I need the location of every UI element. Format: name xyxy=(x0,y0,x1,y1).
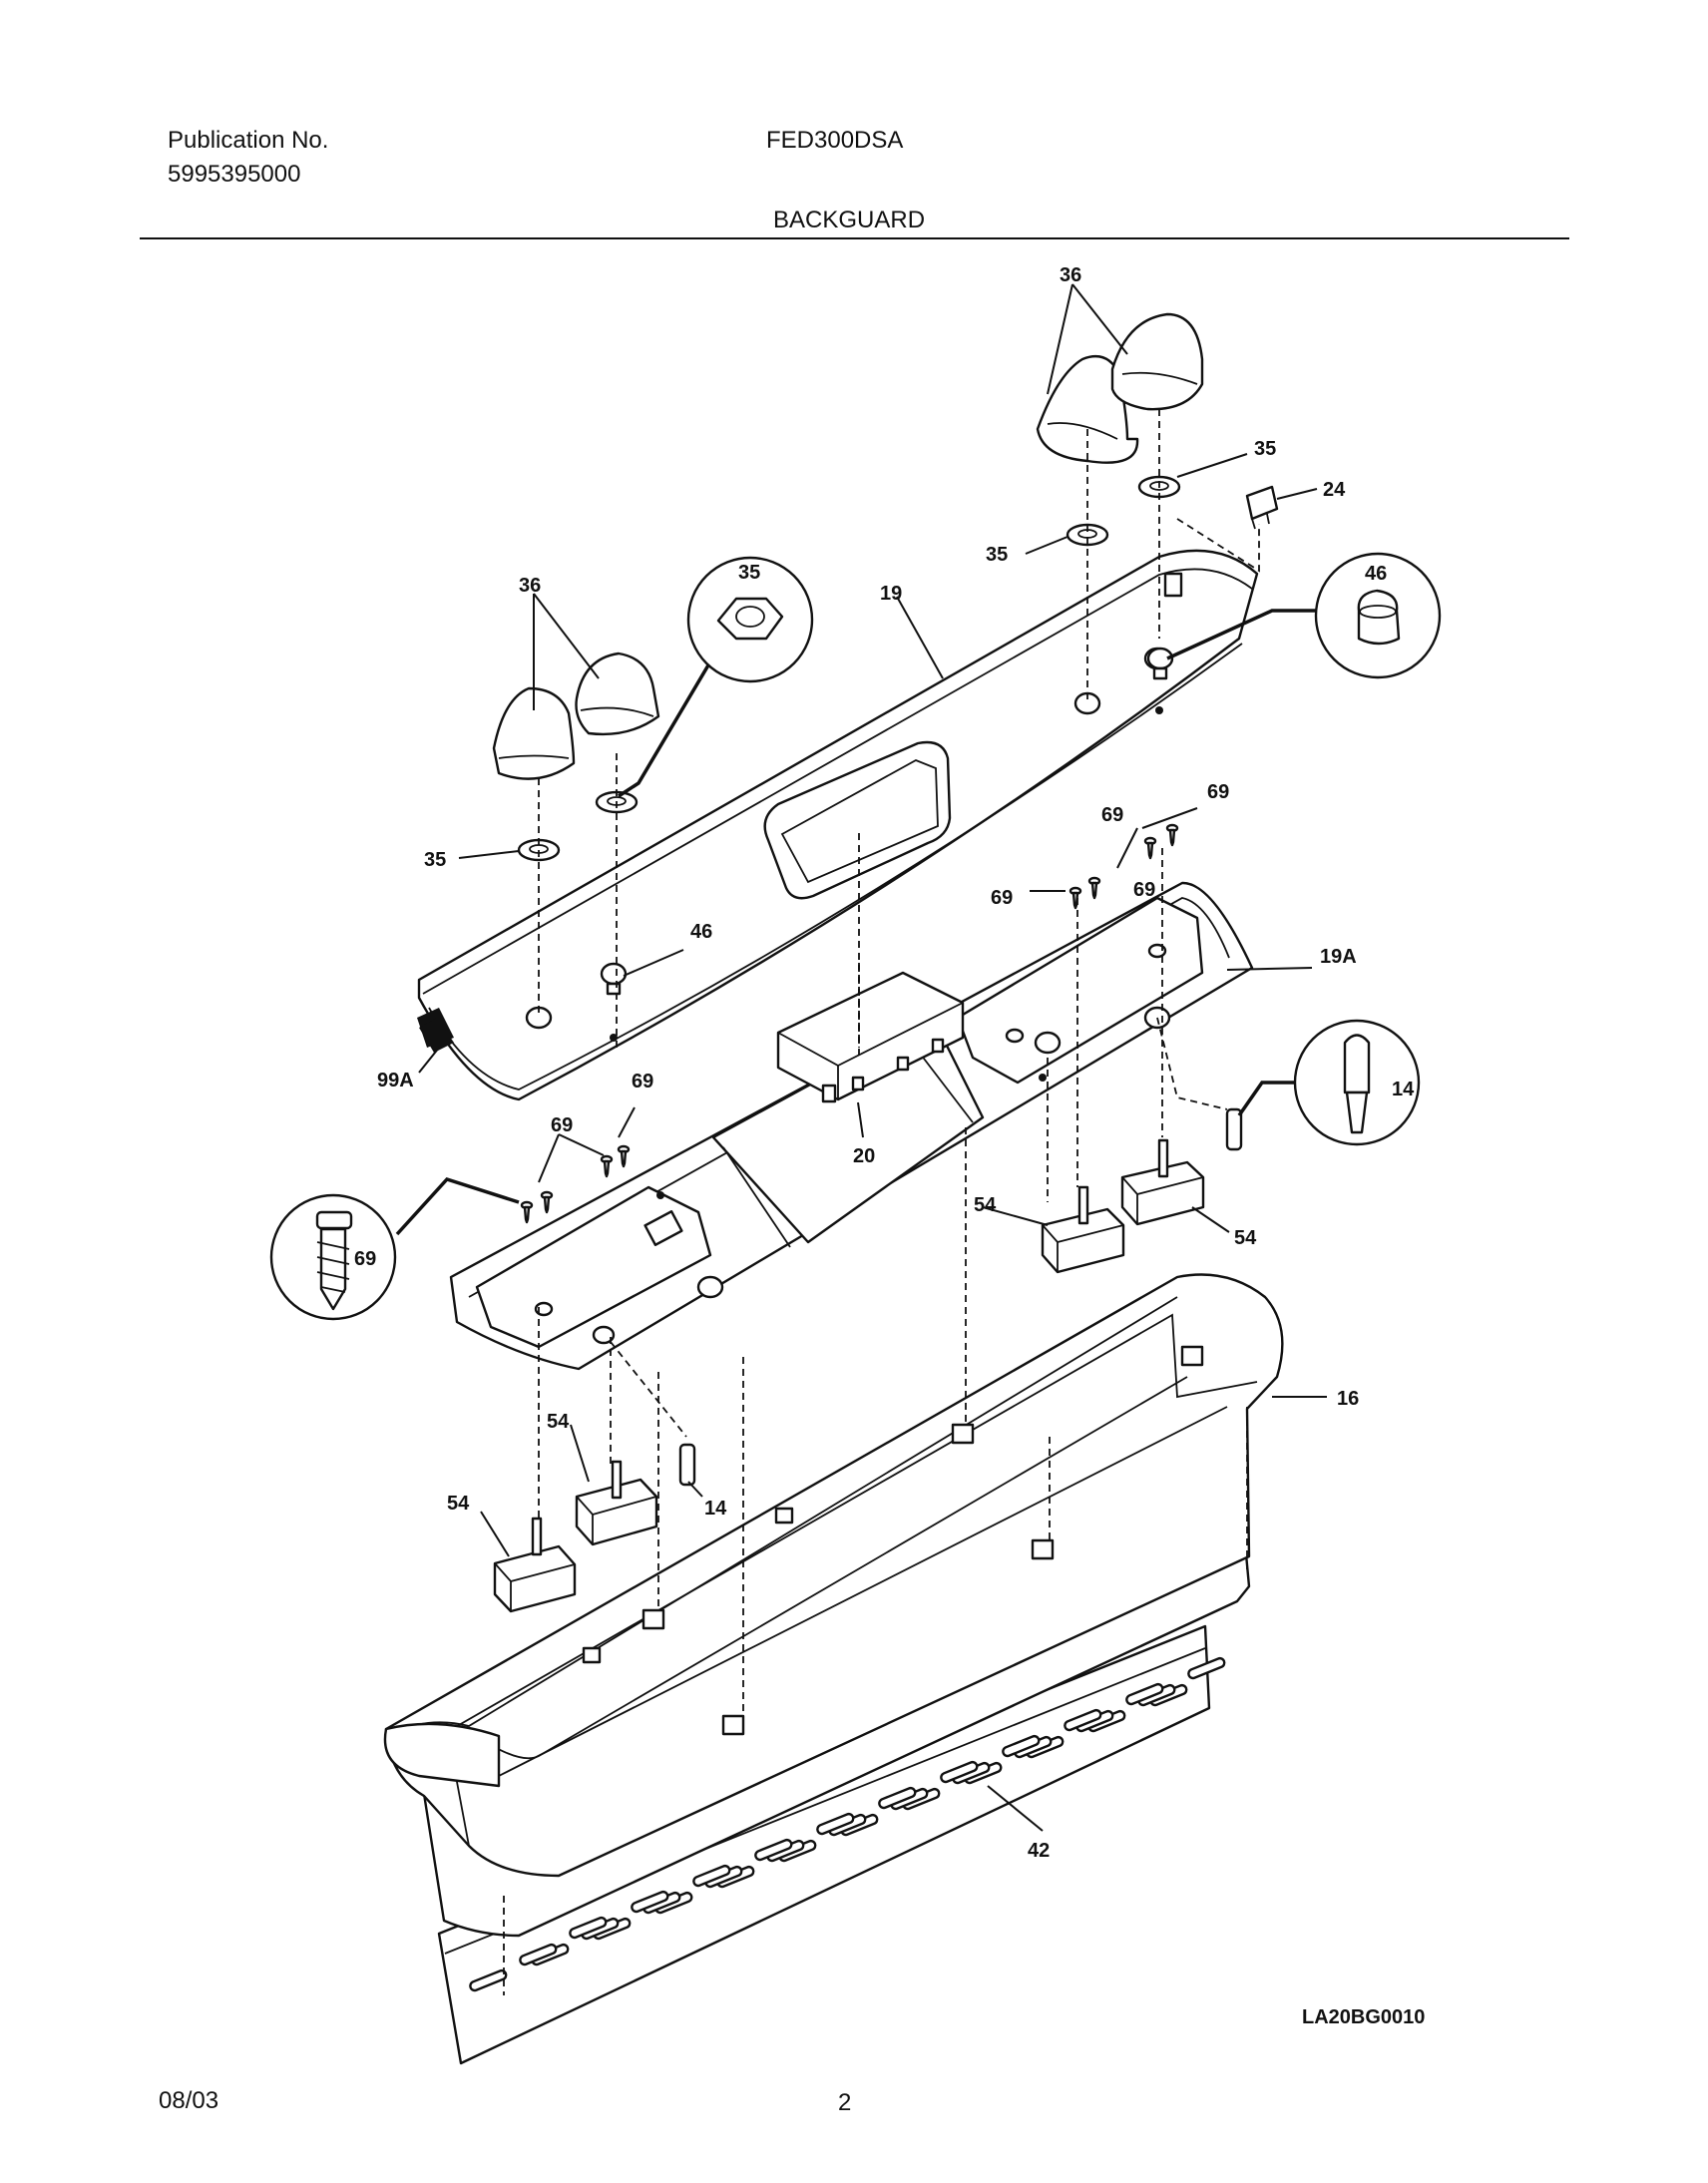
vent-slot xyxy=(1125,1682,1164,1706)
callout-label: 14 xyxy=(1392,1079,1415,1100)
lens-part-46 xyxy=(600,647,1174,996)
screw xyxy=(1143,836,1157,860)
callout-label: 36 xyxy=(519,575,541,597)
callout-label: 99A xyxy=(377,1070,414,1092)
vent-slot xyxy=(1064,1708,1102,1732)
control-panel-part-19 xyxy=(417,549,1259,1101)
trim-plate-part-19A xyxy=(449,881,1254,1371)
publication-number: 5995395000 xyxy=(168,161,301,188)
callout-label: 35 xyxy=(1254,438,1276,460)
callout-label: 16 xyxy=(1337,1388,1359,1410)
callout-label: 69 xyxy=(1101,804,1123,826)
vent-slot xyxy=(692,1864,731,1888)
callout-label: 54 xyxy=(547,1411,570,1433)
screw xyxy=(617,1144,631,1168)
section-title: BACKGUARD xyxy=(773,207,926,233)
vent-slot xyxy=(469,1968,508,1992)
callout-label: 69 xyxy=(551,1114,573,1136)
vent-slot xyxy=(940,1760,979,1784)
knob-part-36 xyxy=(1036,312,1204,464)
header-rule xyxy=(140,237,1569,239)
vent-slot xyxy=(519,1943,558,1966)
vent-slot xyxy=(816,1812,855,1836)
screw xyxy=(1087,876,1101,900)
callout-label: 35 xyxy=(986,544,1008,566)
detail-bubble-69 xyxy=(269,1193,397,1321)
assembly-lines xyxy=(503,409,1260,1995)
indicator-lamp-part-14 xyxy=(678,1107,1243,1487)
vent-slot xyxy=(878,1786,917,1810)
vent-slot xyxy=(631,1890,669,1914)
detail-bubble-35 xyxy=(686,556,814,683)
callout-label: 20 xyxy=(853,1145,875,1167)
callout-label: 46 xyxy=(1365,563,1387,585)
callout-label: 35 xyxy=(738,562,760,584)
vent-slot xyxy=(1002,1734,1041,1758)
leader-lines xyxy=(395,283,1327,1832)
vent-slot xyxy=(1187,1656,1226,1680)
callout-label: 19A xyxy=(1320,946,1357,968)
publication-label: Publication No. xyxy=(168,127,329,154)
detail-bubble-14 xyxy=(1293,1019,1421,1146)
screw xyxy=(600,1154,614,1178)
label-part-99A xyxy=(419,1018,454,1053)
callout-labels: 36 35 24 35 36 35 19 46 35 46 69 69 69 6… xyxy=(354,264,1425,2028)
callout-label: 46 xyxy=(690,921,712,943)
callout-label: 69 xyxy=(1207,781,1229,803)
backguard-frame-part-16 xyxy=(383,1273,1284,1938)
callout-label: 69 xyxy=(632,1071,653,1092)
callout-label: 19 xyxy=(880,583,902,605)
callout-label: 14 xyxy=(704,1498,727,1520)
vent-slot xyxy=(569,1916,608,1940)
knob-part-36 xyxy=(492,652,660,780)
switch-part-24 xyxy=(1245,485,1279,530)
callout-label: 35 xyxy=(424,849,446,871)
model-number: FED300DSA xyxy=(766,127,904,154)
callout-label: 24 xyxy=(1323,479,1346,501)
callout-label: 54 xyxy=(974,1194,997,1216)
screw xyxy=(1068,886,1082,910)
callout-label: 69 xyxy=(991,887,1013,909)
callout-label: 36 xyxy=(1060,264,1081,286)
callout-label: 54 xyxy=(1234,1227,1257,1249)
screw-part-69 xyxy=(520,823,1179,1224)
callout-label: 69 xyxy=(354,1248,376,1270)
footer-date: 08/03 xyxy=(159,2087,219,2114)
vent-slot xyxy=(754,1838,793,1862)
callout-label: 54 xyxy=(447,1493,470,1515)
page-number: 2 xyxy=(838,2089,852,2116)
callout-label: 42 xyxy=(1028,1840,1050,1862)
drawing-id: LA20BG0010 xyxy=(1302,2006,1425,2028)
detail-bubble-46 xyxy=(1314,552,1442,679)
callout-label: 69 xyxy=(1133,879,1155,901)
screw xyxy=(520,1200,534,1224)
electronic-control-part-20 xyxy=(776,971,965,1103)
infinite-switch-part-54 xyxy=(493,1138,1205,1613)
screw xyxy=(1165,823,1179,847)
screw xyxy=(540,1190,554,1214)
